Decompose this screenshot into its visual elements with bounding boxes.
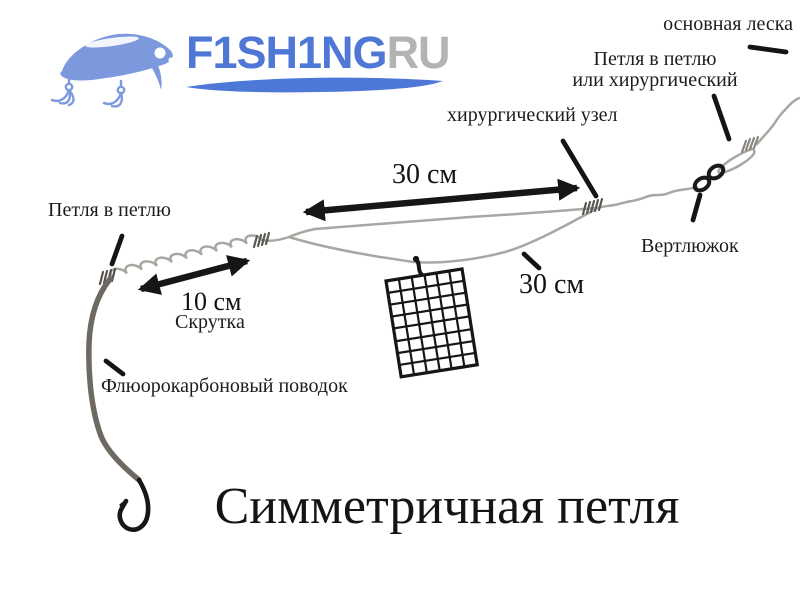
pointer-swivel — [690, 192, 703, 223]
dimension-arrow-10cm — [137, 255, 251, 295]
twist-line — [109, 234, 264, 279]
swivel-icon — [692, 163, 726, 193]
dimension-30cm-top: 30 см — [392, 159, 458, 190]
lure-lip — [149, 61, 162, 90]
pointer-30cm-bottom — [521, 251, 542, 271]
twist-junction-knot — [252, 231, 271, 249]
hook-icon — [117, 477, 151, 532]
loop-to-loop-knot-loop — [717, 147, 756, 175]
label-fluorocarbon-leader: Флюорокарбоновый поводок — [101, 375, 348, 397]
swivel-to-knot-line — [595, 185, 699, 210]
lure-eye-dot — [168, 57, 174, 63]
loop-to-loop-left-knot — [98, 267, 117, 286]
main-line-path — [755, 96, 800, 146]
feeder-cage-icon — [384, 267, 480, 379]
logo-part-fishing: F1SH1NG — [186, 27, 388, 78]
pointer-leader — [103, 358, 126, 377]
feeder-clip-icon — [412, 255, 429, 278]
label-loop-or-surgical: Петля в петлю или хирургический — [560, 49, 750, 91]
dimension-arrow-30cm — [302, 178, 581, 222]
label-loop-to-loop: Петля в петлю — [48, 199, 171, 221]
label-loop-or-surgical-line2: или хирургический — [572, 69, 738, 91]
lure-eye — [154, 47, 166, 59]
pointer-surgical-knot — [560, 138, 599, 199]
logo-part-ru: RU — [386, 27, 451, 78]
dimension-10cm: 10 см — [181, 287, 242, 316]
dimension-30cm-bottom: 30 см — [519, 269, 585, 300]
label-loop-or-surgical-line1: Петля в петлю — [593, 48, 717, 70]
lure-back-highlight — [85, 36, 139, 48]
label-main-line: основная леска — [663, 13, 793, 35]
loop-or-surgical-knot — [740, 135, 760, 154]
logo-underline-brush — [186, 77, 443, 93]
pointer-loop-to-loop — [109, 233, 125, 267]
fish-lure-icon — [50, 33, 174, 108]
pointer-loop-or-surgical — [711, 93, 732, 142]
label-surgical-knot: хирургический узел — [447, 104, 618, 126]
label-twist: Скрутка — [175, 311, 245, 333]
pointer-lines — [103, 44, 789, 377]
diagram-title: Симметричная петля — [214, 478, 680, 535]
treble-hook-icon — [50, 76, 75, 107]
logo-wordmark: F1SH1NGRU — [186, 27, 451, 79]
label-swivel: Вертлюжок — [641, 235, 739, 257]
fluorocarbon-leader-line — [86, 276, 142, 483]
loop-lower-strand — [287, 207, 598, 264]
pointer-main-line — [747, 44, 789, 55]
surgical-knot — [581, 197, 604, 216]
treble-hook-icon — [102, 79, 126, 108]
